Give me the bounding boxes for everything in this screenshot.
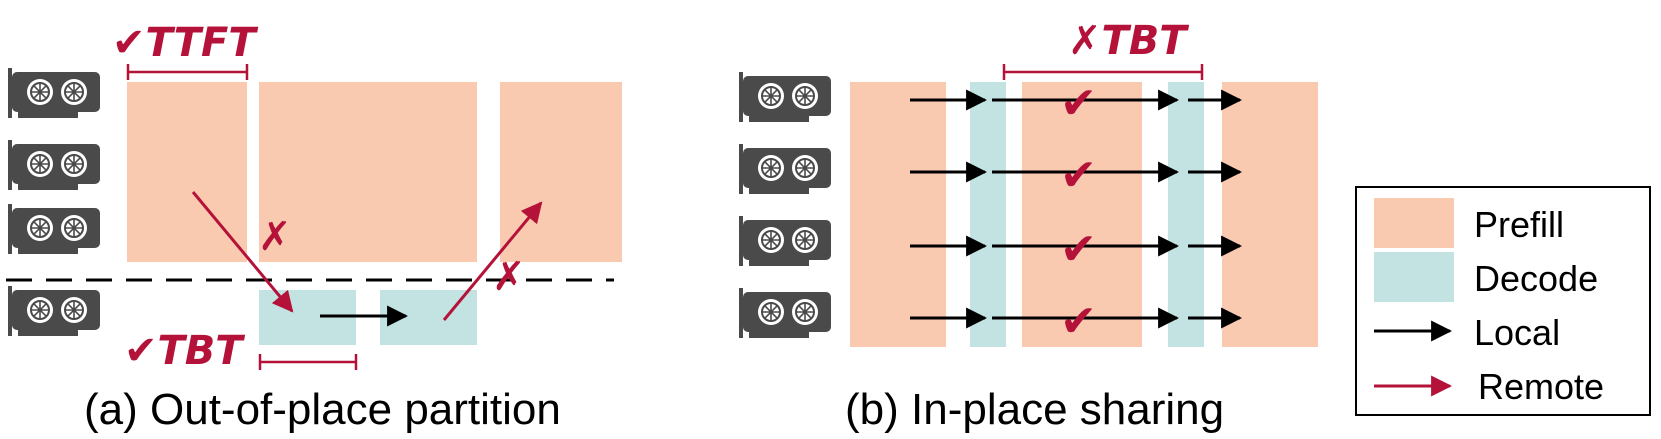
panel-b-caption: (b) In-place sharing (845, 385, 1224, 434)
prefill-block (500, 82, 622, 262)
prefill-block (1022, 82, 1142, 347)
check-mark: ✔ (1060, 224, 1097, 275)
tbt-label: ✗TBT (1068, 18, 1189, 64)
legend-remote-label: Remote (1478, 366, 1604, 407)
check-mark: ✔ (1060, 150, 1097, 201)
gpu-card-icon (7, 67, 101, 119)
gpu-card-icon (7, 285, 101, 337)
panel-a-caption: (a) Out-of-place partition (84, 385, 561, 434)
prefill-block (850, 82, 946, 347)
gpu-card-icon (738, 215, 832, 267)
legend-prefill-swatch (1374, 198, 1454, 248)
legend-decode-swatch (1374, 252, 1454, 302)
remote-arrow (442, 201, 543, 321)
gpu-card-icon (738, 143, 832, 195)
gpu-card-icon (7, 203, 101, 255)
legend-prefill-label: Prefill (1474, 204, 1564, 245)
panel-a: ✗ ✗ ✔TTFT ✔TBT (a) Out-of-place partitio… (6, 20, 622, 434)
tbt-label: ✔TBT (124, 328, 245, 374)
check-mark: ✔ (1060, 296, 1097, 347)
cross-mark: ✗ (492, 254, 526, 300)
legend-local-label: Local (1474, 312, 1560, 353)
ttft-label: ✔TTFT (112, 20, 258, 66)
remote-arrow (191, 191, 294, 313)
legend: Prefill Decode Local Remote (1355, 186, 1651, 416)
decode-block (970, 82, 1006, 347)
gpu-card-icon (738, 71, 832, 123)
prefill-block (259, 82, 477, 262)
legend-decode-label: Decode (1474, 258, 1598, 299)
decode-block (1168, 82, 1204, 347)
cross-mark: ✗ (258, 214, 292, 260)
panel-b: ✗TBT ✔ ✔ ✔ ✔ (b) In-pla (738, 18, 1318, 434)
gpu-card-icon (7, 139, 101, 191)
prefill-block (1222, 82, 1318, 347)
gpu-card-icon (738, 287, 832, 339)
check-mark: ✔ (1060, 78, 1097, 129)
